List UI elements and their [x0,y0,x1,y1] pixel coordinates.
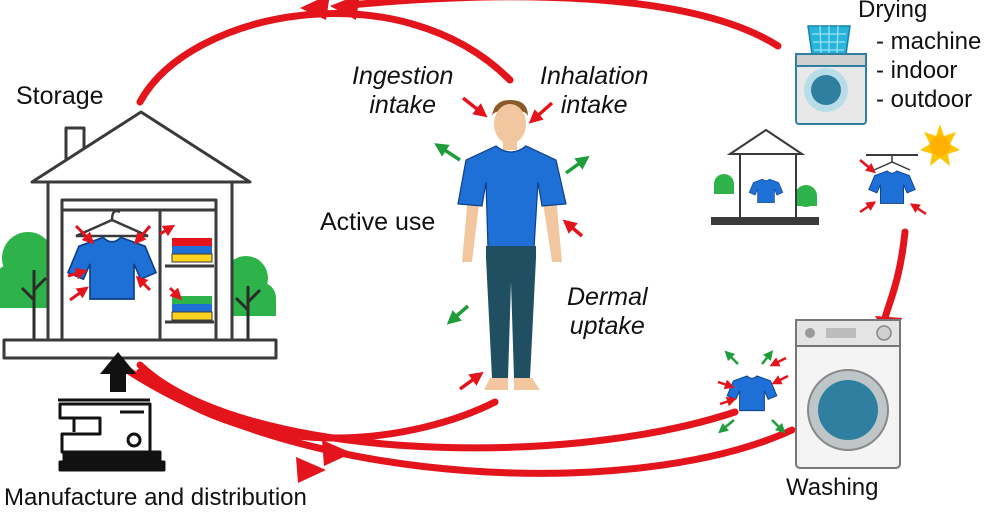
ingestion-intake-label: Ingestion intake [352,62,453,120]
manufacture-distribution-label: Manufacture and distribution [4,484,307,511]
washing-label: Washing [786,474,879,501]
inhalation-intake-label: Inhalation intake [540,62,648,120]
person-uptake-arrows [458,96,584,391]
drying-label: Drying [858,0,928,23]
cycle-arrowhead [322,440,352,466]
uptake-arrow [67,267,88,280]
uptake-arrow [562,219,584,238]
person-icon [457,100,567,390]
folded-clothes-icon [171,238,213,321]
dermal-uptake-label: Dermal uptake [567,283,648,341]
dryer [795,25,867,125]
drying-options-list: - machine - indoor - outdoor [876,28,981,114]
jeans [486,246,536,378]
outdoor-drying [859,124,960,216]
uptake-arrow [717,379,735,390]
shirt [457,145,567,249]
uptake-arrow [719,396,737,407]
inhalation-label-line1: Inhalation [540,62,649,90]
cycle-arrow-use-to-washing [136,361,739,452]
uptake-arrow [859,201,877,214]
emission-arrow [761,350,774,365]
uptake-arrow [461,96,488,118]
lifecycle-diagram [0,0,960,483]
storage-label: Storage [16,82,104,110]
inhalation-label-line2: intake [560,90,628,119]
washing-machine-icon [795,319,901,469]
neck [503,140,517,150]
manufacture [58,352,166,472]
washing-uptake-arrows [717,356,789,407]
cycle-arrows [116,0,909,477]
left-arm [462,196,480,262]
dermal-label-line1: Dermal [567,283,648,311]
dermal-label-line2: uptake [569,311,645,340]
washing-emission-arrows [718,350,786,434]
uptake-arrow [528,101,554,124]
sun-icon [920,124,960,166]
uptake-arrow [771,374,789,385]
person-emission-arrows [434,143,590,325]
laundry-basket-icon [807,25,851,55]
cycle-arrowhead [296,457,326,483]
emission-arrow [434,143,461,162]
indoor-drying [711,128,819,225]
right-arm [542,196,562,262]
hanger-icon [873,155,911,171]
active-use-label: Active use [320,208,436,236]
storage-house [0,110,278,360]
emission-arrow [771,419,786,434]
uptake-arrow [458,371,484,391]
ingestion-label-line1: Ingestion [352,62,454,90]
emission-arrow [446,304,470,325]
emission-arrow [724,350,739,365]
uptake-arrow [74,224,95,245]
drying-option-machine: - machine [876,28,982,55]
uptake-arrow [168,286,183,301]
cycle-arrow-drying-to-storage [336,0,782,50]
uptake-arrow [859,159,876,174]
uptake-arrow [769,356,787,367]
uptake-arrow [159,224,176,237]
tree-icon [0,232,70,340]
cycle-arrow-washing-to-use-return [136,368,499,442]
dryer-icon [795,53,867,125]
tshirt-icon [868,170,916,204]
emission-arrow [564,155,590,175]
storage-uptake-arrows [67,224,183,302]
face [494,104,526,144]
cycle-arrow-drying-to-washing [881,228,909,322]
ingestion-label-line2: intake [369,90,437,119]
outdoor-uptake-arrows [859,159,927,216]
hanger-icon [75,209,149,238]
cycle-arrow-storage-to-use [136,10,514,106]
tree-icon [714,174,817,207]
uptake-arrow [909,203,927,216]
uptake-arrow [134,225,152,245]
drying-option-outdoor: - outdoor [876,85,973,113]
uptake-arrow [69,286,89,302]
tshirt-icon [726,375,778,412]
washing [717,319,901,469]
up-arrow-icon [100,352,136,392]
shoes [484,378,540,390]
uptake-arrow [135,275,152,292]
emission-arrow [718,419,735,434]
drying-option-indoor: - indoor [876,56,958,84]
sewing-machine-icon [58,398,166,472]
cycle-arrowhead [300,0,330,20]
cycle-arrowhead [330,0,360,20]
